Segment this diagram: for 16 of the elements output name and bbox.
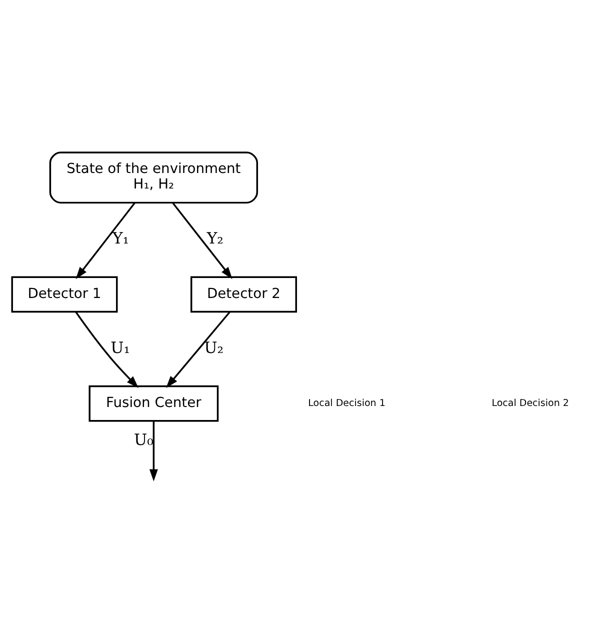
arrow <box>149 420 158 482</box>
edge-label: U₂ <box>204 338 224 357</box>
node-box: Detector 1 <box>11 276 118 313</box>
edge-label: Y₁ <box>112 230 130 248</box>
node-box: Detector 2 <box>190 276 297 313</box>
arrow <box>166 311 231 388</box>
label: Local Decision 1 <box>308 398 386 410</box>
arrow <box>75 311 139 388</box>
edge-label: Y₂ <box>206 230 224 248</box>
label: Local Decision 2 <box>492 398 569 410</box>
edge-label: U₀ <box>134 431 154 450</box>
edge-label: U₁ <box>110 338 130 357</box>
arrow <box>172 202 232 280</box>
arrow <box>76 202 136 280</box>
node-box: State of the environment H₁, H₂ <box>49 152 258 204</box>
node-box: Fusion Center <box>88 385 219 422</box>
